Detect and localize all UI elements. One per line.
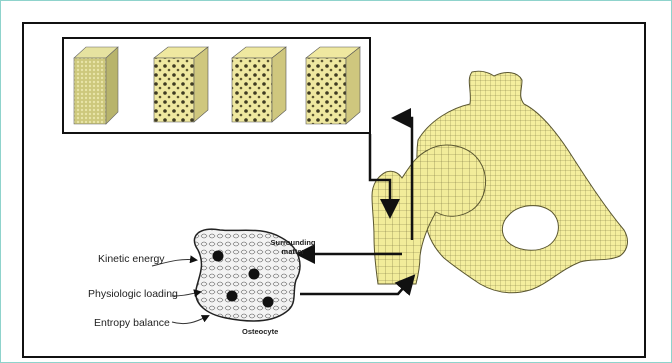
trabecular-cube-1: [154, 47, 208, 122]
osteocyte-dot: [227, 291, 238, 302]
osteocyte-dot: [249, 269, 260, 280]
osteocyte-dot: [213, 251, 224, 262]
label-entropy-balance: Entropy balance: [94, 317, 170, 329]
trabecular-cube-3: [306, 47, 360, 124]
label-osteocyte: Osteocyte: [242, 327, 278, 336]
label-surrounding-matter: Surrounding matter: [264, 238, 322, 256]
dense-lattice-cube: [74, 47, 118, 124]
label-kinetic-energy: Kinetic energy: [98, 253, 165, 265]
label-physiologic-loading: Physiologic loading: [88, 288, 178, 300]
trabecular-cube-2: [232, 47, 286, 122]
osteocyte-dot: [263, 297, 274, 308]
